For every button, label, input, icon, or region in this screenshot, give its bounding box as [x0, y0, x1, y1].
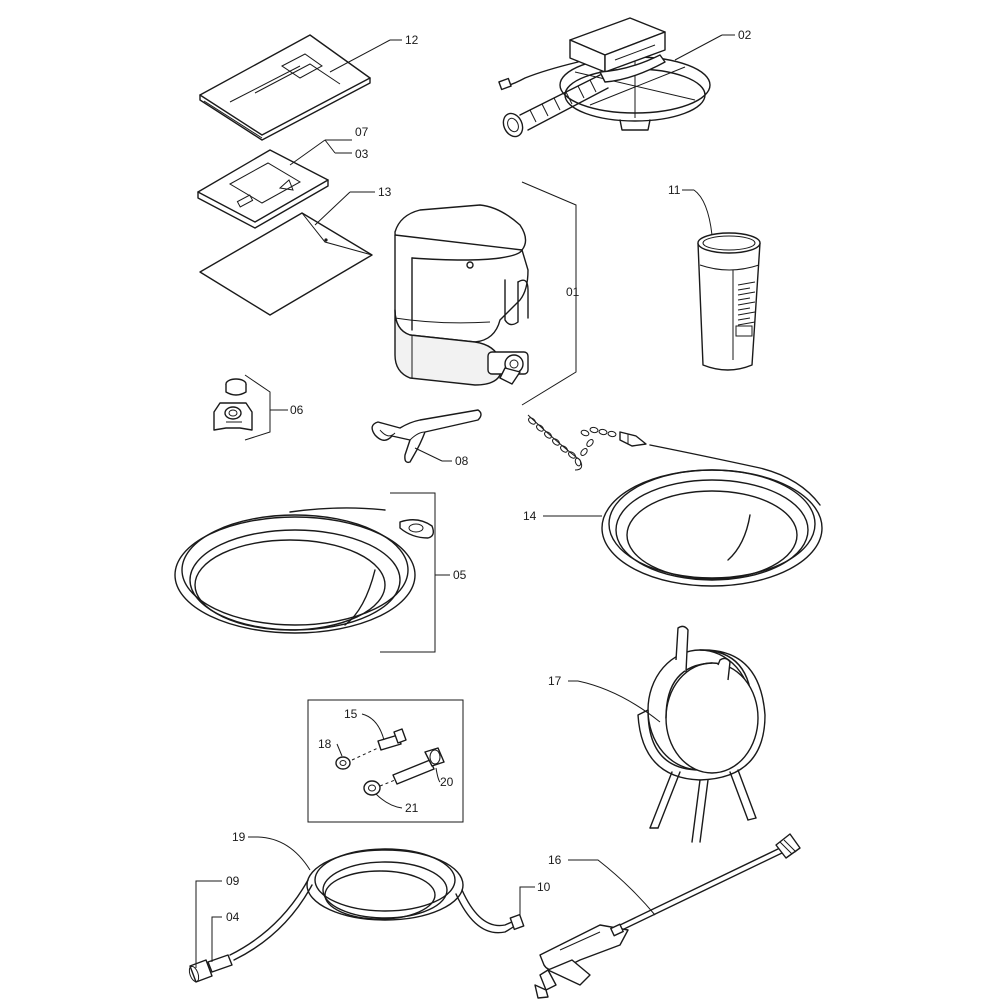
- part-19-pressure-hose: [188, 848, 525, 983]
- label-05: 05: [453, 568, 467, 582]
- label-10: 10: [537, 880, 551, 894]
- part-16-spray-lance: [534, 833, 801, 999]
- label-18: 18: [318, 737, 332, 751]
- label-16: 16: [548, 853, 562, 867]
- part-17-stand-ring: [637, 625, 766, 843]
- label-12: 12: [405, 33, 419, 47]
- label-19: 19: [232, 830, 246, 844]
- label-21: 21: [405, 801, 419, 815]
- label-09: 09: [226, 874, 240, 888]
- part-02-pump-motor: [498, 17, 711, 138]
- part-11-measuring-cylinder: [697, 232, 761, 371]
- label-17: 17: [548, 674, 562, 688]
- part-08-spanner: [371, 409, 482, 464]
- label-15: 15: [344, 707, 358, 721]
- fittings-box: [307, 699, 464, 823]
- part-07-booklet: [197, 149, 329, 229]
- label-03: 03: [355, 147, 369, 161]
- label-01: 01: [566, 285, 580, 299]
- label-11: 11: [668, 183, 681, 197]
- label-02: 02: [738, 28, 752, 42]
- part-01-tank: [394, 204, 529, 386]
- part-05-hose-coil: [174, 507, 435, 634]
- part-06-adapter: [213, 378, 253, 431]
- label-07: 07: [355, 125, 369, 139]
- label-06: 06: [290, 403, 304, 417]
- part-13-envelope: [199, 212, 373, 316]
- label-20: 20: [440, 775, 454, 789]
- label-04: 04: [226, 910, 240, 924]
- part-14-hose-chain: [527, 414, 823, 587]
- label-13: 13: [378, 185, 392, 199]
- part-12-manual: [199, 34, 371, 141]
- label-14: 14: [523, 509, 537, 523]
- label-08: 08: [455, 454, 469, 468]
